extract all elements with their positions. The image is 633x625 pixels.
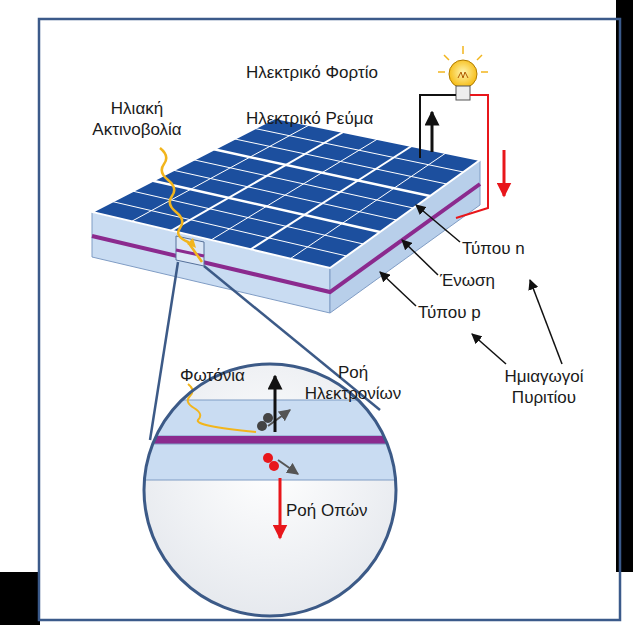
ray-head <box>187 238 196 248</box>
leader-arrow <box>416 205 460 242</box>
outer-frame <box>39 19 620 620</box>
leader-arrow <box>472 334 506 364</box>
part-label: Τύπου p <box>418 302 481 323</box>
wire-positive <box>456 95 488 218</box>
grid-line <box>132 125 309 221</box>
inset-label: Ροή Ηλεκτρονίων <box>298 362 408 404</box>
grid-line <box>112 202 346 256</box>
solar-ray <box>160 148 202 262</box>
part-label: Ηλεκτρικό Φορτίο <box>246 62 378 83</box>
grid-line <box>153 181 380 232</box>
part-label: Τύπου n <box>462 238 525 259</box>
leader-arrow <box>380 272 416 306</box>
wire-negative <box>420 95 456 158</box>
inset-label: Φωτόνια <box>180 365 245 386</box>
grid-line <box>133 191 364 244</box>
inset-label: Ροή Οπών <box>286 500 367 521</box>
leader-arrow <box>402 240 438 275</box>
zoom-inset: ΦωτόνιαΡοή ΗλεκτρονίωνΡοή Οπών <box>140 360 404 620</box>
black-margin <box>0 572 40 625</box>
part-label: Ηλιακή Ακτινοβολία <box>72 98 202 140</box>
leader-arrow <box>530 280 562 364</box>
grid-line <box>171 132 343 231</box>
black-margin <box>616 0 633 572</box>
grid-line <box>214 149 430 196</box>
notch-junction <box>176 250 204 256</box>
panel-top-face <box>92 118 480 268</box>
part-label: Ηλεκτρικό Ρεύμα <box>246 108 373 129</box>
current-arrow-down <box>503 150 506 196</box>
grid-line <box>290 153 446 259</box>
cell-grid <box>112 125 463 259</box>
part-label: Ένωση <box>440 270 495 291</box>
grid-line <box>194 160 414 208</box>
cutout-notch <box>176 236 204 266</box>
light-bulb <box>438 46 488 100</box>
part-label: Ημιαγωγοί Πυριτίου <box>484 366 604 408</box>
current-arrow-up <box>431 112 434 152</box>
grid-line <box>173 170 396 220</box>
